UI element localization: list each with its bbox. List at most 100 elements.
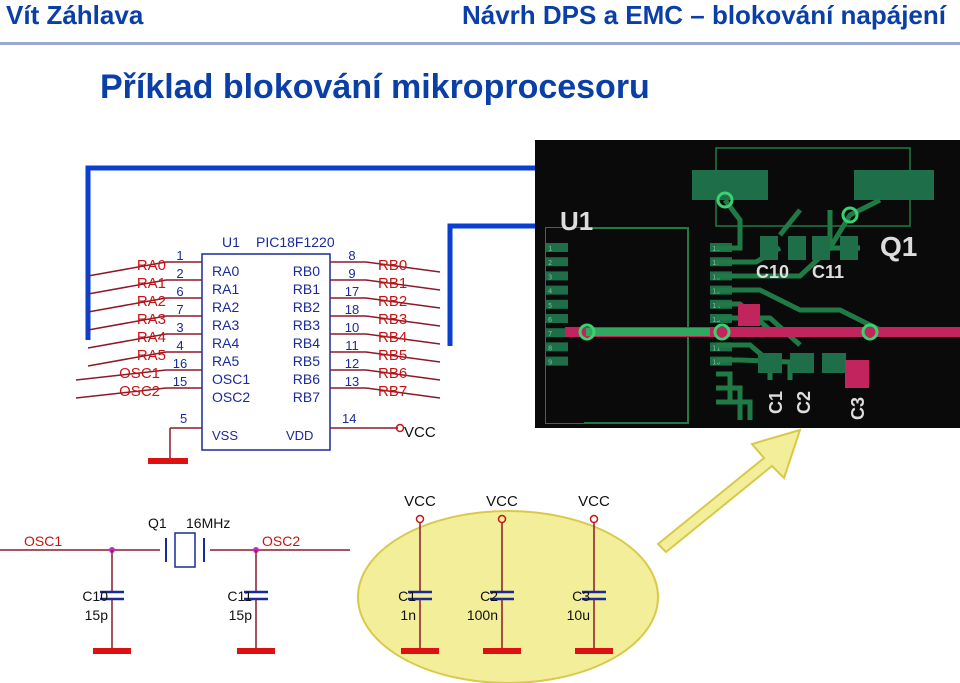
c2-vcc-label: VCC [486, 493, 518, 510]
net-wire-ra0 [87, 261, 167, 277]
net-label-rb4: RB4 [378, 329, 407, 346]
pin-name-rb7: RB7 [293, 389, 320, 405]
net-label-osc2: OSC2 [119, 383, 160, 400]
pcb-label-u1: U1 [560, 206, 593, 236]
vss-pin-name: VSS [212, 428, 238, 443]
c10-ref: C10 [82, 588, 108, 604]
c2-ground-symbol [483, 648, 521, 654]
net-wire-ra4 [87, 333, 167, 349]
pcb-pad-num-5: 5 [548, 302, 552, 310]
net-wire-ra5 [87, 351, 167, 367]
net-wire-osc2 [75, 387, 167, 399]
ic-part: PIC18F1220 [256, 234, 335, 250]
pcb-label-c10: C10 [756, 262, 789, 282]
net-label-ra1: RA1 [137, 275, 166, 292]
pin-name-rb3: RB3 [293, 317, 320, 333]
pcb-via-4 [716, 191, 734, 209]
pcb-pad-7 [546, 328, 568, 338]
pcb-pad-num-6: 6 [548, 316, 552, 324]
c2-ref: C2 [480, 588, 498, 604]
pcb-pad-num-4: 4 [548, 288, 552, 296]
c3-value: 10u [567, 607, 590, 623]
pin-name-osc2: OSC2 [212, 389, 250, 405]
ic-ref: U1 [222, 234, 240, 250]
pin-name-osc1: OSC1 [212, 371, 250, 387]
net-wire-rb3 [365, 315, 441, 327]
c11-ref: C11 [227, 588, 252, 604]
pcb-cap-pads [738, 236, 869, 388]
net-label-rb2: RB2 [378, 293, 407, 310]
crystal-value: 16MHz [186, 515, 230, 531]
net-label-ra2: RA2 [137, 293, 166, 310]
pin-num-ra3: 7 [176, 302, 183, 317]
pcb-pad-1 [546, 243, 568, 252]
pin-num-rb3: 18 [345, 302, 359, 317]
pcb-pad-8 [546, 342, 568, 352]
net-label-rb3: RB3 [378, 311, 407, 328]
net-wire-osc1 [75, 369, 167, 381]
header-rule [0, 42, 960, 45]
decoupling-highlight [357, 510, 659, 683]
pin-name-ra3: RA3 [212, 317, 239, 333]
crystal-ref: Q1 [148, 515, 167, 531]
pin-num-rb0: 8 [348, 248, 355, 263]
pcb-pad-2 [546, 257, 568, 267]
net-wire-ra1 [87, 279, 167, 295]
pin-num-ra4: 3 [176, 320, 183, 335]
c3-vcc-label: VCC [578, 493, 610, 510]
c1-vcc-port [415, 514, 425, 524]
c2-value: 100n [467, 607, 498, 623]
vdd-pin-name: VDD [286, 428, 313, 443]
pcb-label-c1: C1 [766, 391, 786, 414]
pin-num-rb2: 17 [345, 284, 359, 299]
net-label-ra3: RA3 [137, 311, 166, 328]
pin-name-rb2: RB2 [293, 299, 320, 315]
pin-num-osc1: 16 [173, 356, 187, 371]
pin-name-rb1: RB1 [293, 281, 320, 297]
c2-vcc-port [497, 514, 507, 524]
c3-ground-symbol [575, 648, 613, 654]
osc2-net-label: OSC2 [262, 533, 300, 549]
pcb-label-c2: C2 [794, 391, 814, 414]
pin-name-ra4: RA4 [212, 335, 239, 351]
vcc-bus-net [85, 165, 535, 346]
pcb-label-q1: Q1 [880, 231, 917, 262]
pin-num-rb1: 9 [348, 266, 355, 281]
net-label-osc1: OSC1 [119, 365, 160, 382]
osc1-net-label: OSC1 [24, 533, 62, 549]
pcb-pad-6 [546, 314, 568, 323]
q1-pad-2 [854, 170, 934, 200]
net-label-rb5: RB5 [378, 347, 407, 364]
pin-num-rb4: 10 [345, 320, 359, 335]
pcb-vcc-strip [565, 327, 960, 337]
net-label-rb0: RB0 [378, 257, 407, 274]
crystal-body [174, 532, 196, 568]
pcb-pad-3 [546, 271, 568, 281]
c3-vcc-port [589, 514, 599, 524]
pin-num-osc2: 15 [173, 374, 187, 389]
net-wire-ra2 [87, 297, 167, 313]
net-wire-rb5 [365, 351, 441, 363]
pin-num-rb7: 13 [345, 374, 359, 389]
pcb-pad-num-9: 9 [548, 359, 552, 367]
pcb-pad-num-3: 3 [548, 273, 552, 281]
slide-title: Příklad blokování mikroprocesoru [100, 68, 650, 106]
net-wire-rb4 [365, 333, 441, 345]
c1-vcc-label: VCC [404, 493, 436, 510]
pin-num-ra1: 2 [176, 266, 183, 281]
net-label-ra4: RA4 [137, 329, 166, 346]
vcc-port-vdd [395, 423, 405, 433]
vdd-net-label: VCC [404, 424, 436, 441]
pcb-via-5 [841, 206, 859, 224]
c1-value: 1n [400, 607, 416, 623]
c11-value: 15p [229, 607, 253, 623]
pin-num-ra0: 1 [176, 248, 183, 263]
pin-name-ra5: RA5 [212, 353, 239, 369]
pin-name-rb4: RB4 [293, 335, 320, 351]
c3-ref: C3 [572, 588, 590, 604]
pcb-pad-num-2: 2 [548, 259, 552, 267]
net-wire-rb6 [365, 369, 441, 381]
